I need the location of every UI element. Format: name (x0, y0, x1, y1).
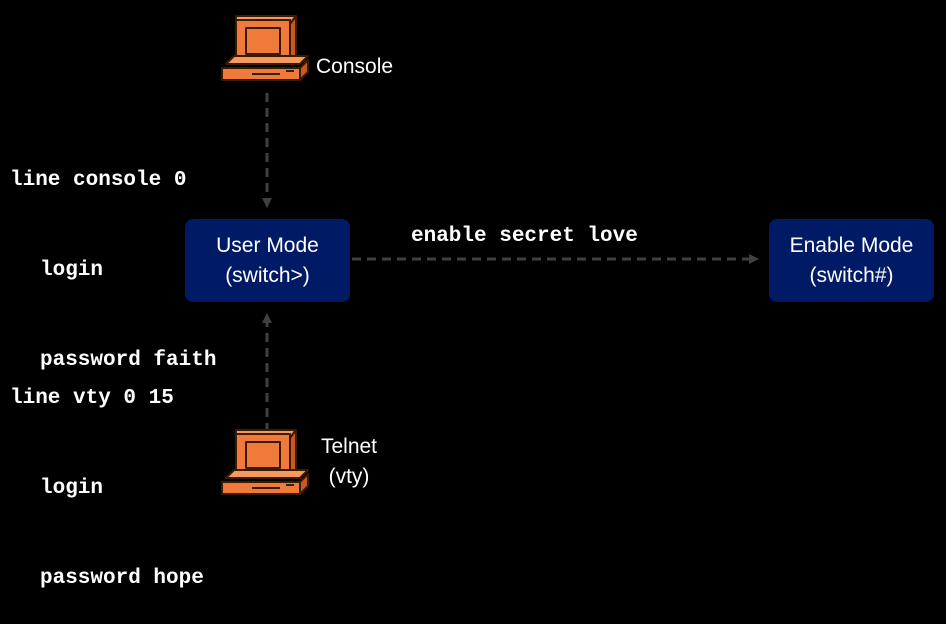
enable-mode-prompt: (switch#) (809, 263, 894, 287)
telnet-computer-icon (221, 429, 309, 495)
console-computer-icon (221, 15, 309, 81)
vty-config-block: line vty 0 15 login password hope (10, 324, 204, 624)
console-config-line: password faith (40, 349, 217, 372)
user-mode-prompt: (switch>) (225, 263, 310, 287)
console-config-line: login (40, 259, 104, 282)
console-config-block: line console 0 login password faith (10, 106, 216, 406)
telnet-label-line1: Telnet (320, 435, 378, 458)
user-mode-node: User Mode (switch>) (185, 219, 350, 302)
user-mode-title: User Mode (216, 233, 319, 257)
enable-mode-node: Enable Mode (switch#) (769, 219, 934, 302)
enable-mode-title: Enable Mode (789, 233, 914, 257)
vty-config-line: line vty 0 15 (10, 387, 174, 410)
enable-command-label: enable secret love (411, 225, 638, 248)
vty-config-line: login (40, 477, 104, 500)
telnet-label: Telnet (vty) (316, 432, 382, 492)
telnet-label-line2: (vty) (328, 465, 370, 488)
console-config-line: line console 0 (10, 169, 187, 192)
vty-config-line: password hope (40, 567, 204, 590)
diagram-canvas (221, 15, 759, 495)
console-label: Console (316, 55, 394, 78)
